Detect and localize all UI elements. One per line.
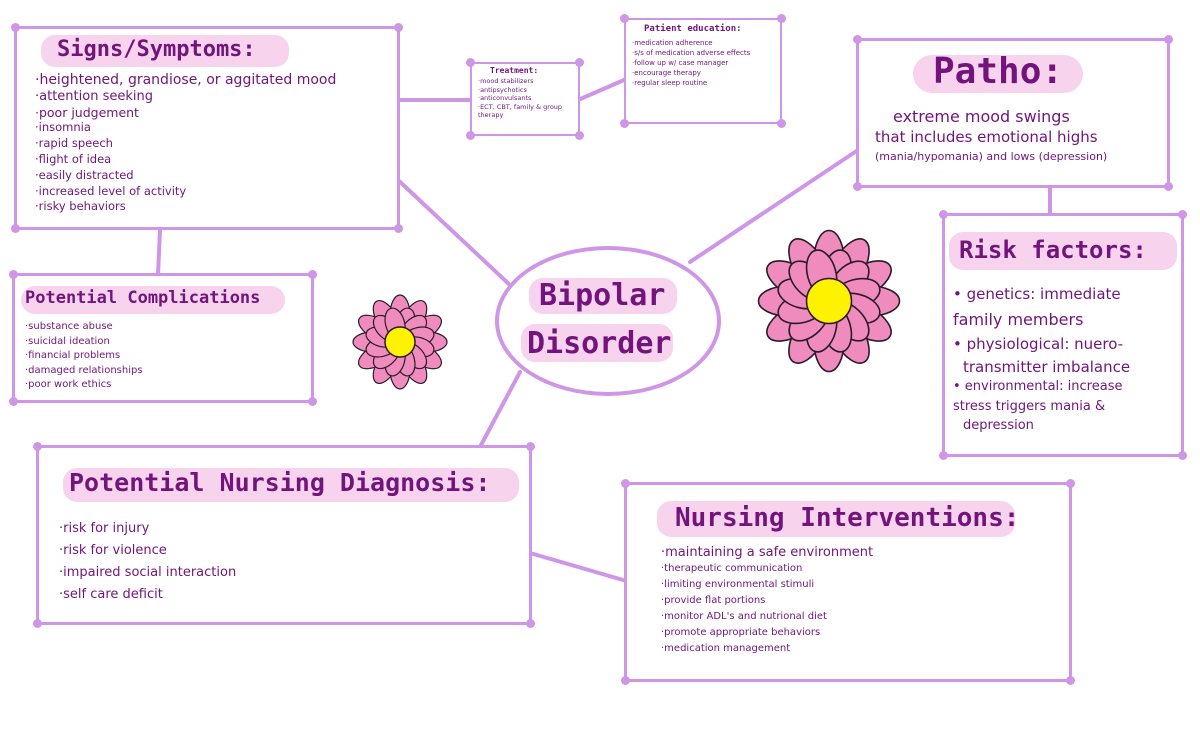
list-item: ·promote appropriate behaviors [661,627,821,638]
list-item: ·poor work ethics [25,379,112,390]
signs-list: ·heightened, grandiose, or aggitated moo… [35,72,337,215]
list-item: depression [963,418,1034,433]
center-line-1: Bipolar [539,278,666,313]
list-item: ·rapid speech [35,136,113,151]
center-line-2: Disorder [527,326,672,361]
list-item: ·antipsychotics [478,85,527,94]
list-item: ·limiting environmental stimuli [661,579,815,590]
interventions-box: Nursing Interventions: ·maintaining a sa… [621,479,1075,685]
list-item: ·mood stabilizers [478,77,534,85]
treatment-box: Treatment: ·mood stabilizers ·antipsycho… [466,58,584,140]
connector-patho [688,148,860,264]
list-item: ·s/s of medication adverse effects [632,49,751,57]
list-item: ·suicidal ideation [25,335,110,347]
signs-box: Signs/Symptoms: ·heightened, grandiose, … [11,23,403,233]
risk-title-highlight [949,232,1177,270]
list-item: ·financial problems [25,350,121,361]
interventions-list: ·maintaining a safe environment ·therape… [661,545,873,657]
list-item: ·poor judgement [35,104,139,120]
list-item: ·flight of idea [35,151,112,166]
list-item: stress triggers mania & [953,399,1106,414]
diagnosis-title-highlight [63,468,519,502]
list-item: ·therapeutic communication [661,563,803,574]
list-item: ·attention seeking [35,88,153,104]
list-item: • environmental: increase [953,379,1123,394]
center-highlight-2 [521,324,673,362]
flower-large [757,229,901,373]
treatment-list: ·mood stabilizers ·antipsychotics ·antic… [478,77,574,120]
patho-box: Patho: extreme mood swings that includes… [853,35,1173,191]
list-item: ·easily distracted [35,167,134,182]
flower-center [384,326,416,358]
complications-list: ·substance abuse ·suicidal ideation ·fin… [25,320,143,393]
risk-title: Risk factors: [959,236,1147,264]
flower-center [805,277,853,325]
interventions-title: Nursing Interventions: [675,503,1020,533]
patho-title-highlight [913,55,1083,93]
flower-small [352,294,448,390]
connector-signs [396,178,512,287]
patho-line: (mania/hypomania) and lows (depression) [875,150,1108,163]
list-item: ·risky behaviors [35,199,126,214]
center-node: Bipolar Disorder [495,246,721,396]
connector-diagnosis [478,370,522,449]
list-item: • physiological: nuero- [953,335,1124,353]
signs-title: Signs/Symptoms: [57,37,256,62]
list-item: ·anticonvulsants [478,94,532,102]
treatment-title: Treatment: [490,66,539,75]
diagnosis-list: ·risk for injury ·risk for violence ·imp… [59,518,236,606]
list-item: ·follow up w/ case manager [632,59,729,67]
patho-title: Patho: [933,51,1064,92]
complications-box: Potential Complications ·substance abuse… [9,270,317,406]
list-item: ·provide flat portions [661,595,766,606]
list-item: transmitter imbalance [963,358,1131,376]
list-item: ·self care deficit [59,587,163,602]
patho-line: that includes emotional highs [875,128,1098,146]
list-item: ·ECT, CBT, family & group therapy [478,102,563,120]
connector-treatment-education [576,78,626,102]
complications-title-highlight [21,286,285,314]
list-item: ·heightened, grandiose, or aggitated moo… [35,72,337,88]
signs-title-highlight [41,35,289,67]
diagnosis-box: Potential Nursing Diagnosis: ·risk for i… [33,442,535,628]
list-item: ·maintaining a safe environment [661,545,874,560]
connector-signs-complications [156,228,162,277]
list-item: ·medication management [661,643,791,654]
patho-line: extreme mood swings [893,107,1070,126]
education-list: ·medication adherence ·s/s of medication… [632,38,774,88]
interventions-title-highlight [657,501,1015,537]
list-item: ·impaired social interaction [59,565,237,580]
list-item: ·risk for injury [59,521,150,536]
list-item: ·encourage therapy [632,69,701,77]
diagnosis-title: Potential Nursing Diagnosis: [69,468,491,497]
list-item: family members [953,310,1084,329]
risk-list: • genetics: immediate family members • p… [953,282,1130,435]
education-box: Patient education: ·medication adherence… [620,14,786,128]
complications-title: Potential Complications [25,288,261,308]
list-item: ·regular sleep routine [632,79,708,87]
list-item: ·risk for violence [59,543,167,558]
list-item: ·damaged relationships [25,364,143,376]
risk-box: Risk factors: • genetics: immediate fami… [939,210,1187,460]
list-item: ·monitor ADL's and nutrional diet [661,611,827,622]
center-highlight-1 [529,278,677,314]
education-title: Patient education: [644,24,742,34]
connector-diagnosis-interventions [528,551,632,584]
patho-text: extreme mood swings that includes emotio… [875,107,1107,167]
list-item: • genetics: immediate [953,285,1121,303]
list-item: ·insomnia [35,120,91,135]
list-item: ·medication adherence [632,39,713,47]
list-item: ·increased level of activity [35,183,187,198]
list-item: ·substance abuse [25,321,113,332]
